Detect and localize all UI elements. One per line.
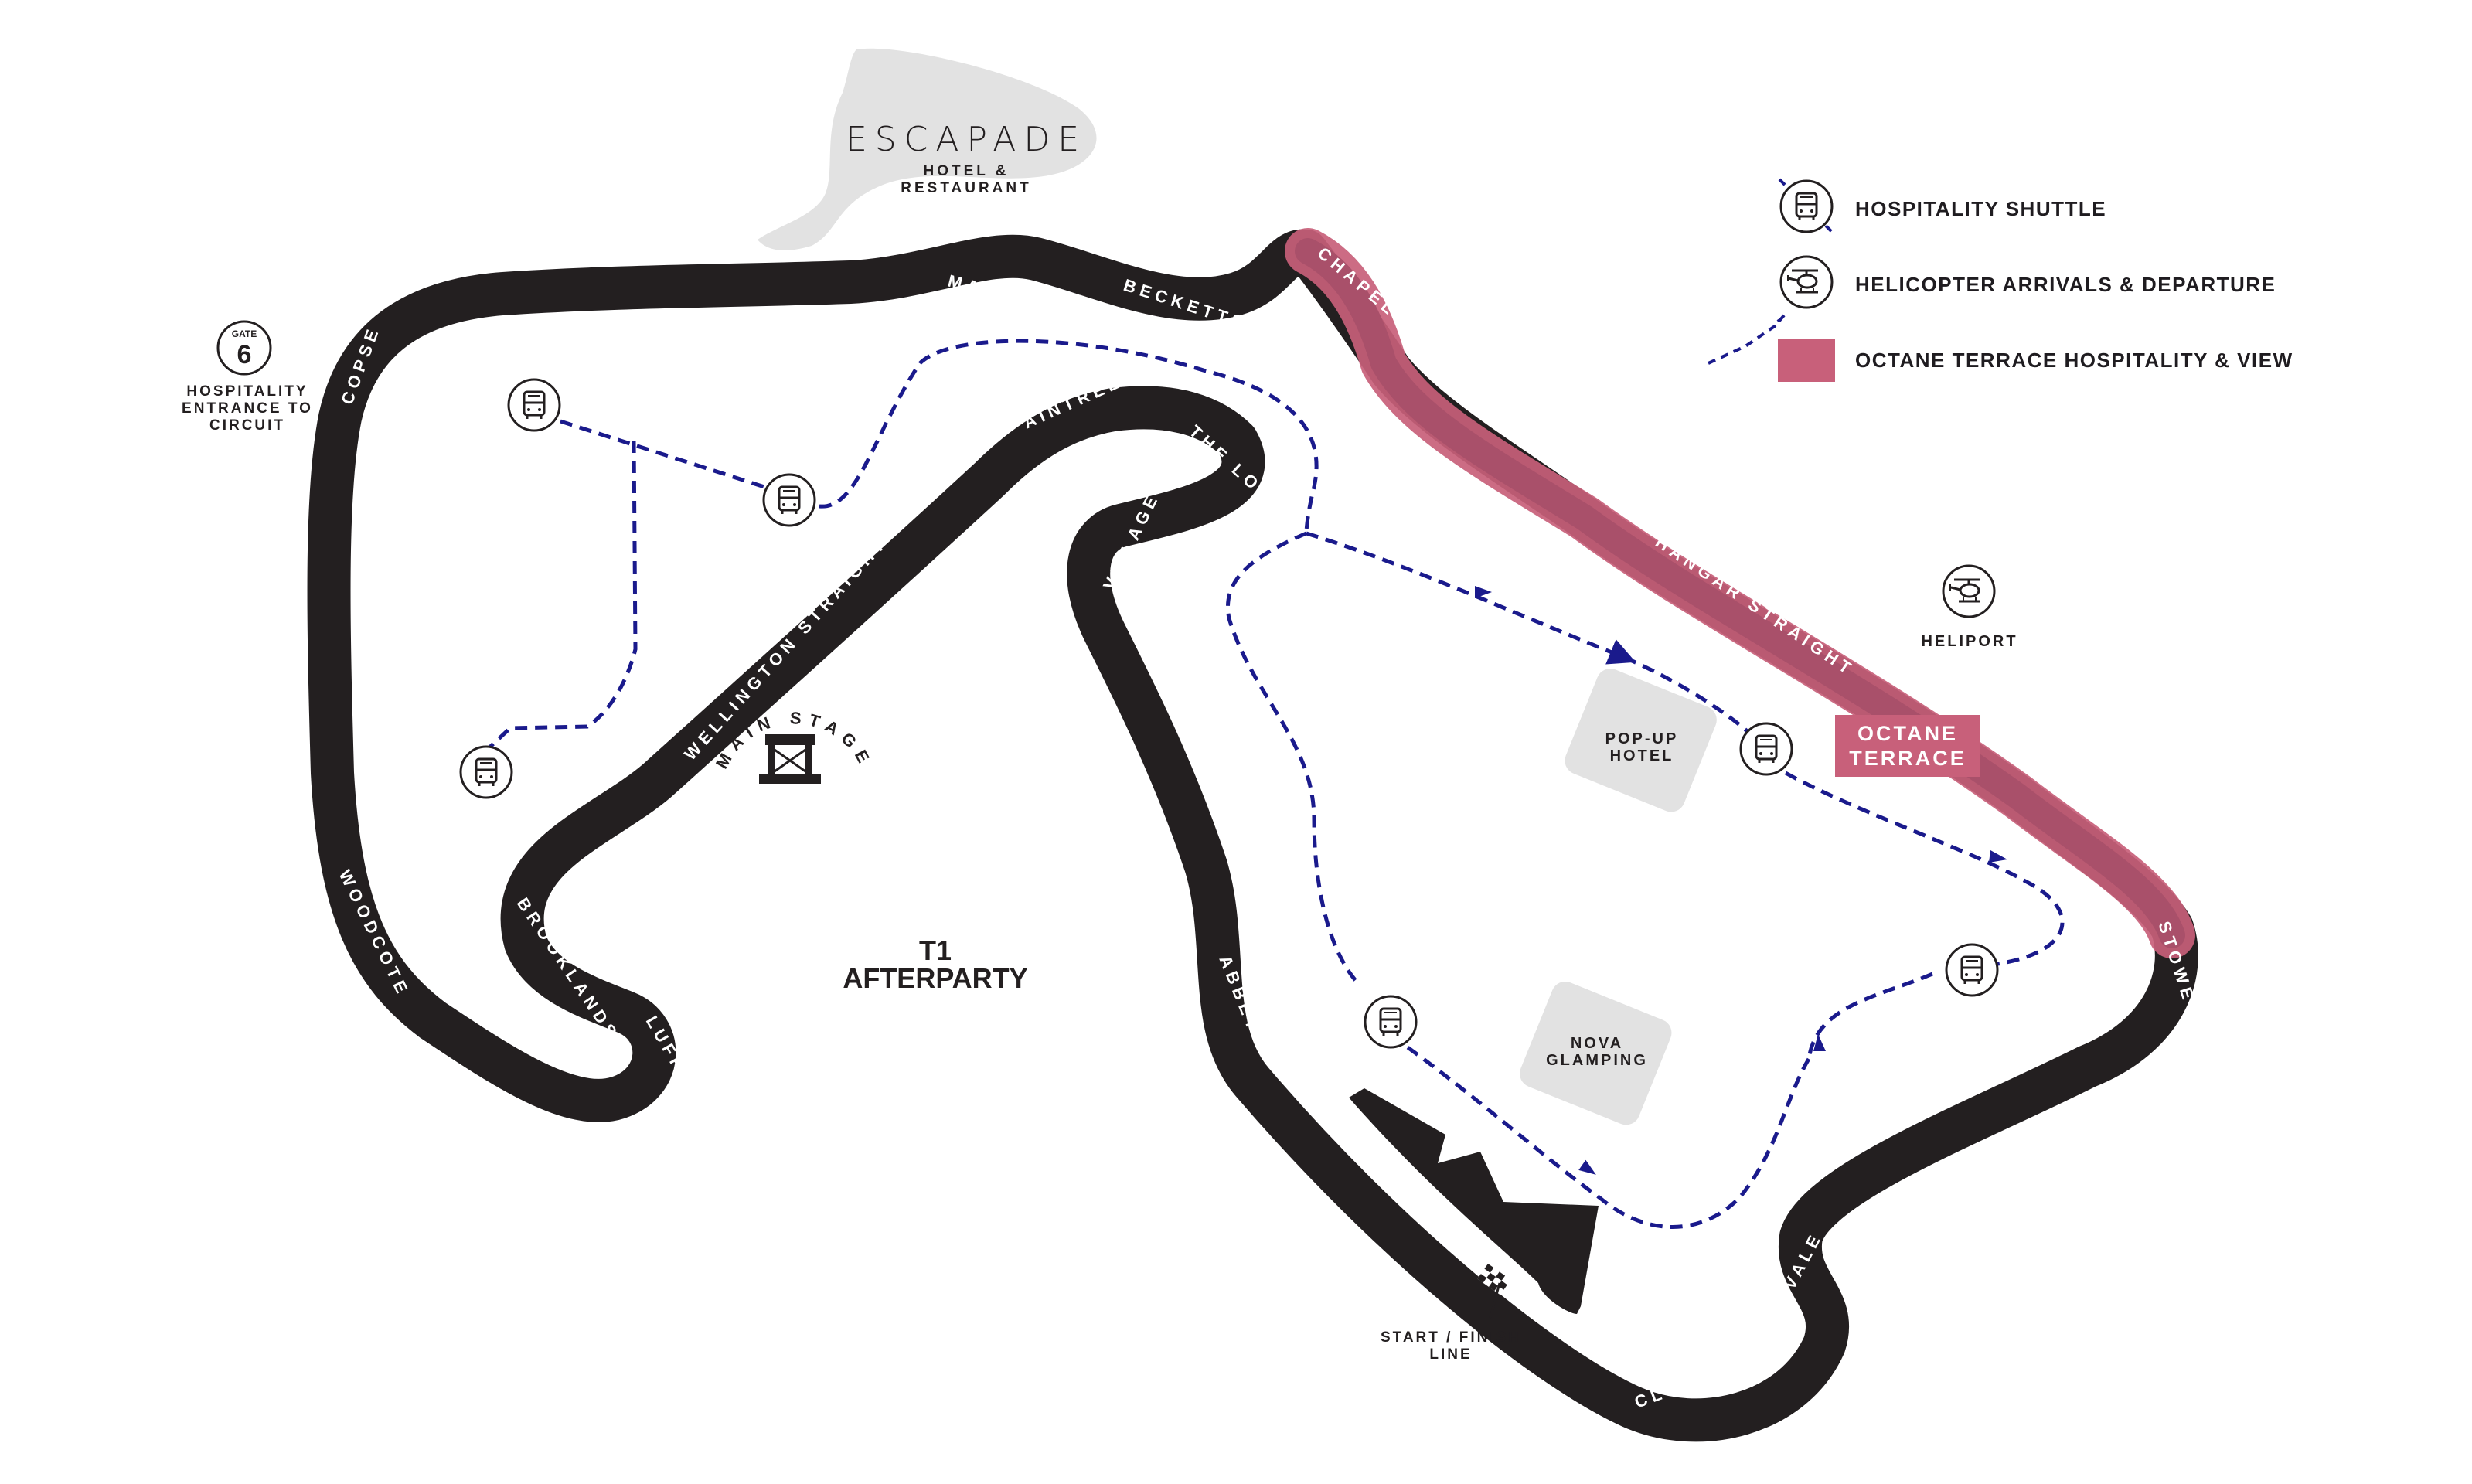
- escapade-sub1: HOTEL &: [923, 163, 1009, 179]
- bus-icon: [1778, 178, 1835, 235]
- escapade-area: [758, 48, 1097, 250]
- nova-line2: GLAMPING: [1546, 1052, 1648, 1069]
- circuit-track: [307, 229, 2198, 1442]
- bus-stop-icon: [1364, 995, 1418, 1049]
- helicopter-icon: [1779, 255, 1834, 309]
- heliport-label: HELIPORT: [1921, 633, 2017, 650]
- gate-line2: ENTRANCE TO: [182, 400, 313, 417]
- bus-stop-icon: [507, 378, 561, 432]
- afterparty-line1: T1: [919, 934, 952, 966]
- legend-label-shuttle: HOSPITALITY SHUTTLE: [1855, 196, 2107, 220]
- legend-label-terrace: OCTANE TERRACE HOSPITALITY & VIEW: [1855, 348, 2293, 372]
- octane-line2: TERRACE: [1849, 747, 1966, 770]
- escapade-name: ESCAPADE: [846, 120, 1087, 159]
- bus-stop-icon: [459, 745, 513, 799]
- bus-stop-icon: [1945, 943, 1999, 997]
- start-finish-line1: START / FINISH: [1381, 1329, 1521, 1346]
- gate-line3: CIRCUIT: [209, 417, 285, 434]
- nova-line1: NOVA: [1571, 1035, 1623, 1052]
- shuttle-routes: [485, 339, 2065, 1229]
- popup-line1: POP-UP: [1605, 730, 1679, 747]
- paddock-area: [1349, 1088, 1599, 1314]
- bus-stop-icon: [762, 473, 816, 527]
- gate-line1: HOSPITALITY: [186, 383, 308, 400]
- popup-hotel-area: [1565, 669, 1717, 812]
- start-finish-flag: [1477, 1264, 1511, 1295]
- heliport-icon: [1942, 564, 1996, 618]
- corner-wellington-straight: WELLINGTON STRAIGHT: [680, 533, 891, 764]
- afterparty-line2: AFTERPARTY: [843, 962, 1027, 994]
- gate-badge: [216, 320, 272, 376]
- bus-stop-icon: [1739, 722, 1793, 776]
- octane-terrace-badge: OCTANE TERRACE: [1835, 715, 1980, 777]
- main-stage-icon: [759, 734, 821, 784]
- nova-glamping-area: [1520, 981, 1672, 1125]
- escapade-sub2: RESTAURANT: [901, 180, 1031, 196]
- pink-swatch-icon: [1778, 339, 1835, 382]
- popup-line2: HOTEL: [1610, 747, 1674, 764]
- legend-label-helicopter: HELICOPTER ARRIVALS & DEPARTURE: [1855, 272, 2276, 296]
- corner-farm-curve: FARM CURVE: [1217, 725, 1295, 879]
- gate-number: 6: [237, 340, 252, 369]
- gate-small: GATE: [232, 328, 257, 339]
- start-finish-line2: LINE: [1429, 1346, 1472, 1363]
- octane-line1: OCTANE: [1857, 722, 1958, 745]
- route-arrows: [1475, 586, 2007, 1175]
